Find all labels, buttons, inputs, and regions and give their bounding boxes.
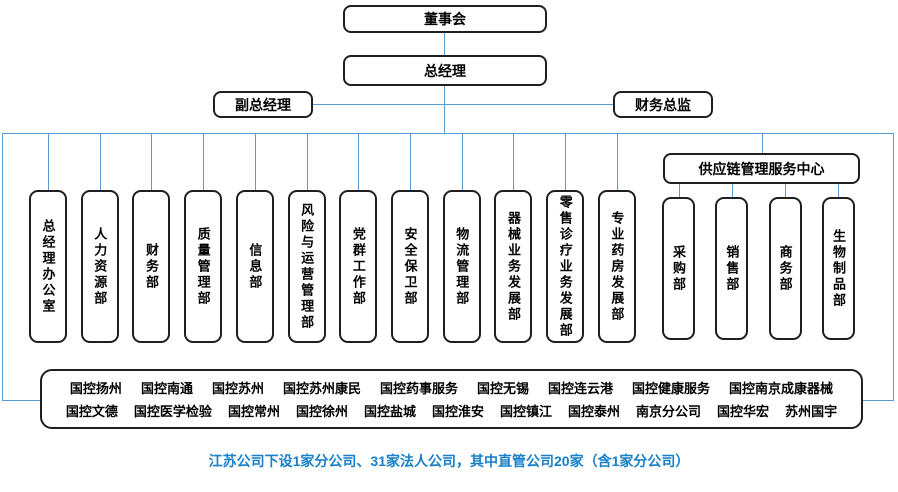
caption: 江苏公司下设1家分公司、31家法人公司，其中直管公司20家（含1家分公司） xyxy=(208,453,690,469)
department-box-label: 信息部 xyxy=(247,242,263,291)
supply-chain-department-box: 销售部 xyxy=(715,184,749,340)
supply-chain-department-box: 采购部 xyxy=(662,184,695,340)
department-box: 人力资源部 xyxy=(80,133,119,343)
supply-chain-department-box-label: 采购部 xyxy=(671,244,686,293)
department-box-label: 人力资源部 xyxy=(92,226,108,307)
company-name: 南京分公司 xyxy=(636,404,702,419)
department-box-label: 财务部 xyxy=(143,242,159,291)
department-box: 安全保卫部 xyxy=(391,133,430,343)
company-name: 国控常州 xyxy=(227,404,280,419)
department-box-label: 物流管理部 xyxy=(454,226,470,307)
company-name: 国控扬州 xyxy=(69,381,122,396)
department-row: 总经理办公室 人力资源部 财务部 质量管理部 信息部 风险与运营管理部 党群工作部 安全保卫部… xyxy=(29,133,636,343)
department-box-label: 零售诊疗业务发展部 xyxy=(557,194,573,339)
department-box-label: 风险与运营管理部 xyxy=(299,202,315,331)
general-manager-box: 总经理 xyxy=(343,55,547,86)
company-row: 国控文德国控医学检验国控常州国控徐州国控盐城国控淮安 国控镇江国控泰州南京分公司国… xyxy=(66,401,837,420)
company-name: 国控连云港 xyxy=(548,381,614,396)
department-box: 风险与运营管理部 xyxy=(287,133,326,343)
department-box-label: 安全保卫部 xyxy=(402,226,418,307)
supply-chain-department-box: 生物制品部 xyxy=(821,184,855,340)
company-name: 国控医学检验 xyxy=(133,404,212,419)
department-box: 党群工作部 xyxy=(339,133,378,343)
department-box: 财务部 xyxy=(132,133,171,343)
company-name: 国控无锡 xyxy=(477,381,530,396)
department-box-label: 专业药房发展部 xyxy=(609,210,625,323)
supply-chain-department-box-label: 生物制品部 xyxy=(830,228,846,309)
company-name: 国控华宏 xyxy=(717,404,770,419)
company-name: 国控徐州 xyxy=(295,404,348,419)
company-name: 国控泰州 xyxy=(568,404,621,419)
supply-chain-center-box: 供应链管理服务中心 xyxy=(663,133,860,184)
deputy-general-manager-box: 副总经理 xyxy=(213,91,313,118)
board-gm-connector xyxy=(444,33,445,55)
supply-chain-department-box-label: 销售部 xyxy=(724,244,740,293)
department-box-label: 器械业务发展部 xyxy=(505,210,521,323)
companies-box: 国控扬州国控南通国控苏州国控苏州康民国控药事服务国控无锡国控连云港国控健康服务国… xyxy=(40,369,863,429)
department-box-label: 党群工作部 xyxy=(350,226,366,307)
supply-chain-department-row: 采购部 销售部 商务部 生物制品部 xyxy=(662,184,855,340)
gm-frame-connector xyxy=(444,86,445,133)
company-name: 苏州国宇 xyxy=(785,404,838,419)
supply-chain-department-box-label: 商务部 xyxy=(777,244,793,293)
department-box: 总经理办公室 xyxy=(29,133,67,343)
company-name: 国控苏州康民 xyxy=(282,381,361,396)
deputy-cfo-connector xyxy=(313,104,613,105)
company-name: 国控盐城 xyxy=(363,404,416,419)
company-name: 国控苏州 xyxy=(211,381,264,396)
department-box: 器械业务发展部 xyxy=(494,133,533,343)
company-name: 国控南通 xyxy=(140,381,193,396)
finance-director-label: 财务总监 xyxy=(635,96,691,113)
board-box: 董事会 xyxy=(343,5,547,33)
supply-chain-center-label: 供应链管理服务中心 xyxy=(698,160,825,177)
department-box: 零售诊疗业务发展部 xyxy=(546,133,585,343)
company-row: 国控扬州 国控南通 国控苏州 国控苏州康民 国控药事服务 国控无锡 国控连云港 国控健康服务 国… xyxy=(70,378,833,397)
deputy-general-manager-label: 副总经理 xyxy=(235,96,291,113)
department-box-label: 质量管理部 xyxy=(195,226,211,307)
board-label: 董事会 xyxy=(424,11,466,27)
company-name: 国控健康服务 xyxy=(632,381,711,396)
company-name: 国控淮安 xyxy=(431,404,484,419)
finance-director-box: 财务总监 xyxy=(613,91,713,118)
company-name: 国控文德 xyxy=(65,404,118,419)
company-name: 国控药事服务 xyxy=(379,381,458,396)
department-box-label: 总经理办公室 xyxy=(40,218,56,315)
supply-chain-department-box: 商务部 xyxy=(768,184,802,340)
department-box: 专业药房发展部 xyxy=(597,133,636,343)
department-box: 信息部 xyxy=(235,133,274,343)
department-box: 质量管理部 xyxy=(184,133,223,343)
general-manager-label: 总经理 xyxy=(424,62,466,79)
company-name: 国控镇江 xyxy=(500,404,553,419)
company-name: 国控南京成康器械 xyxy=(729,381,834,396)
department-box: 物流管理部 xyxy=(442,133,481,343)
